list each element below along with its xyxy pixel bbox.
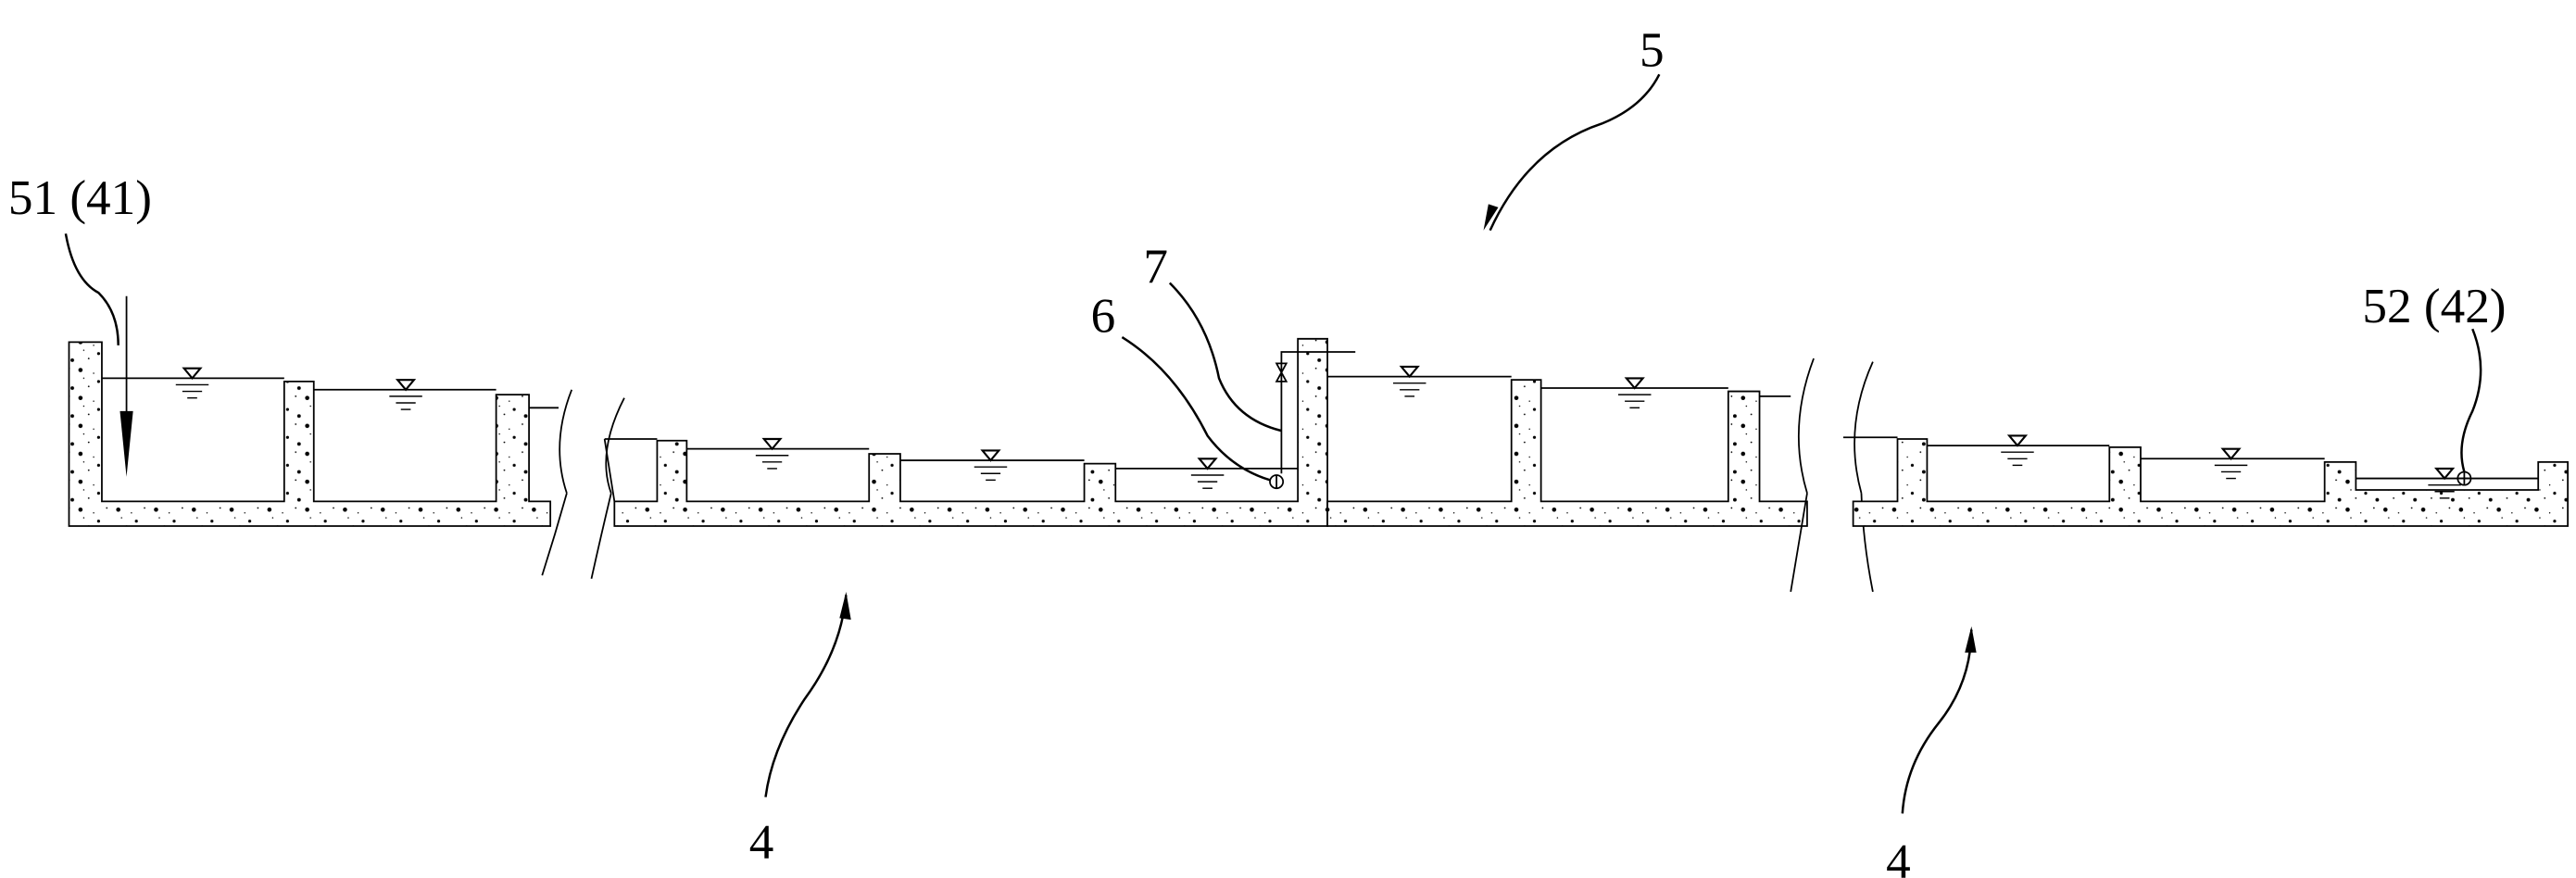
arrowhead-4-left: [839, 591, 851, 621]
arrowhead-5: [1483, 204, 1499, 231]
label-unit-right: 4: [1886, 834, 1911, 878]
water-level-icon: [2214, 447, 2248, 480]
water-level-icon: [974, 449, 1008, 482]
leader-7: [1168, 282, 1282, 433]
leader-4-right: [1901, 629, 1973, 814]
leader-5: [1489, 73, 1661, 232]
water-level-icon: [389, 379, 422, 410]
water-level-icons: [175, 365, 2461, 499]
float-valve-icon: [1269, 474, 1285, 490]
valve-icon: [1275, 362, 1288, 383]
break-mark-2: [1790, 357, 1874, 593]
label-float-valve: 6: [1091, 289, 1116, 344]
pond-segment-2: [603, 337, 1328, 527]
arrowhead-4-right: [1965, 626, 1977, 653]
label-inlet: 51 (41): [8, 170, 152, 225]
leader-52: [2460, 328, 2482, 472]
water-level-icon: [2428, 467, 2461, 499]
leader-4-left: [764, 595, 848, 797]
water-level-icon: [2001, 434, 2034, 467]
lift-pipe: [1275, 351, 1356, 474]
water-level-icon: [755, 437, 789, 470]
inflow-arrow-icon: [119, 295, 133, 477]
pond-segment-3: [1326, 375, 1808, 527]
outlet-valve-icon: [2457, 470, 2472, 486]
label-outlet: 52 (42): [2362, 279, 2506, 333]
water-level-icon: [1617, 377, 1652, 409]
leader-51: [64, 233, 119, 345]
break-mark-1: [541, 389, 625, 579]
pond-segment-4: [1842, 436, 2570, 527]
water-level-icon: [1190, 458, 1225, 489]
water-level-icon: [175, 367, 209, 399]
water-level-icon: [1393, 365, 1426, 397]
leader-6: [1121, 335, 1271, 482]
label-pipe: 7: [1143, 240, 1168, 295]
label-unit-left: 4: [749, 814, 774, 869]
label-system: 5: [1640, 22, 1665, 77]
pond-segment-1: [68, 341, 559, 527]
